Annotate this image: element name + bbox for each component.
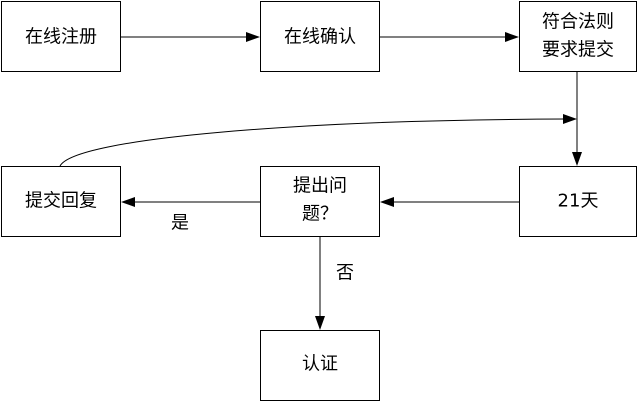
arrow-register-to-confirm-head — [246, 32, 260, 42]
box-online-register — [1, 1, 121, 72]
arrow-compliance-to-21days-head — [572, 152, 582, 166]
label-compliance-line1: 符合法则 — [542, 12, 614, 33]
box-compliance-submit — [519, 1, 637, 72]
label-certify: 认证 — [302, 354, 338, 375]
edge-label-yes: 是 — [171, 213, 189, 234]
label-21-days: 21天 — [558, 191, 599, 212]
label-online-register: 在线注册 — [25, 27, 97, 48]
box-21-days — [519, 166, 637, 237]
arrow-question-to-certify-head — [315, 316, 325, 330]
arrow-21days-to-question-head — [380, 197, 394, 207]
arrow-reply-loopback-head — [563, 114, 577, 124]
label-question-line2: 题？ — [302, 204, 338, 225]
label-question-line1: 提出问 — [293, 176, 347, 197]
arrow-reply-loopback-curve — [59, 118, 567, 167]
arrow-confirm-to-compliance-head — [505, 32, 519, 42]
label-compliance-line2: 要求提交 — [542, 40, 614, 61]
box-certify — [260, 330, 380, 401]
box-raise-question — [260, 166, 380, 237]
edge-label-no: 否 — [336, 263, 354, 284]
label-online-confirm: 在线确认 — [284, 27, 356, 48]
box-submit-reply — [1, 166, 121, 237]
arrow-question-to-reply-head — [121, 197, 135, 207]
label-submit-reply: 提交回复 — [25, 191, 97, 212]
box-online-confirm — [260, 1, 380, 72]
